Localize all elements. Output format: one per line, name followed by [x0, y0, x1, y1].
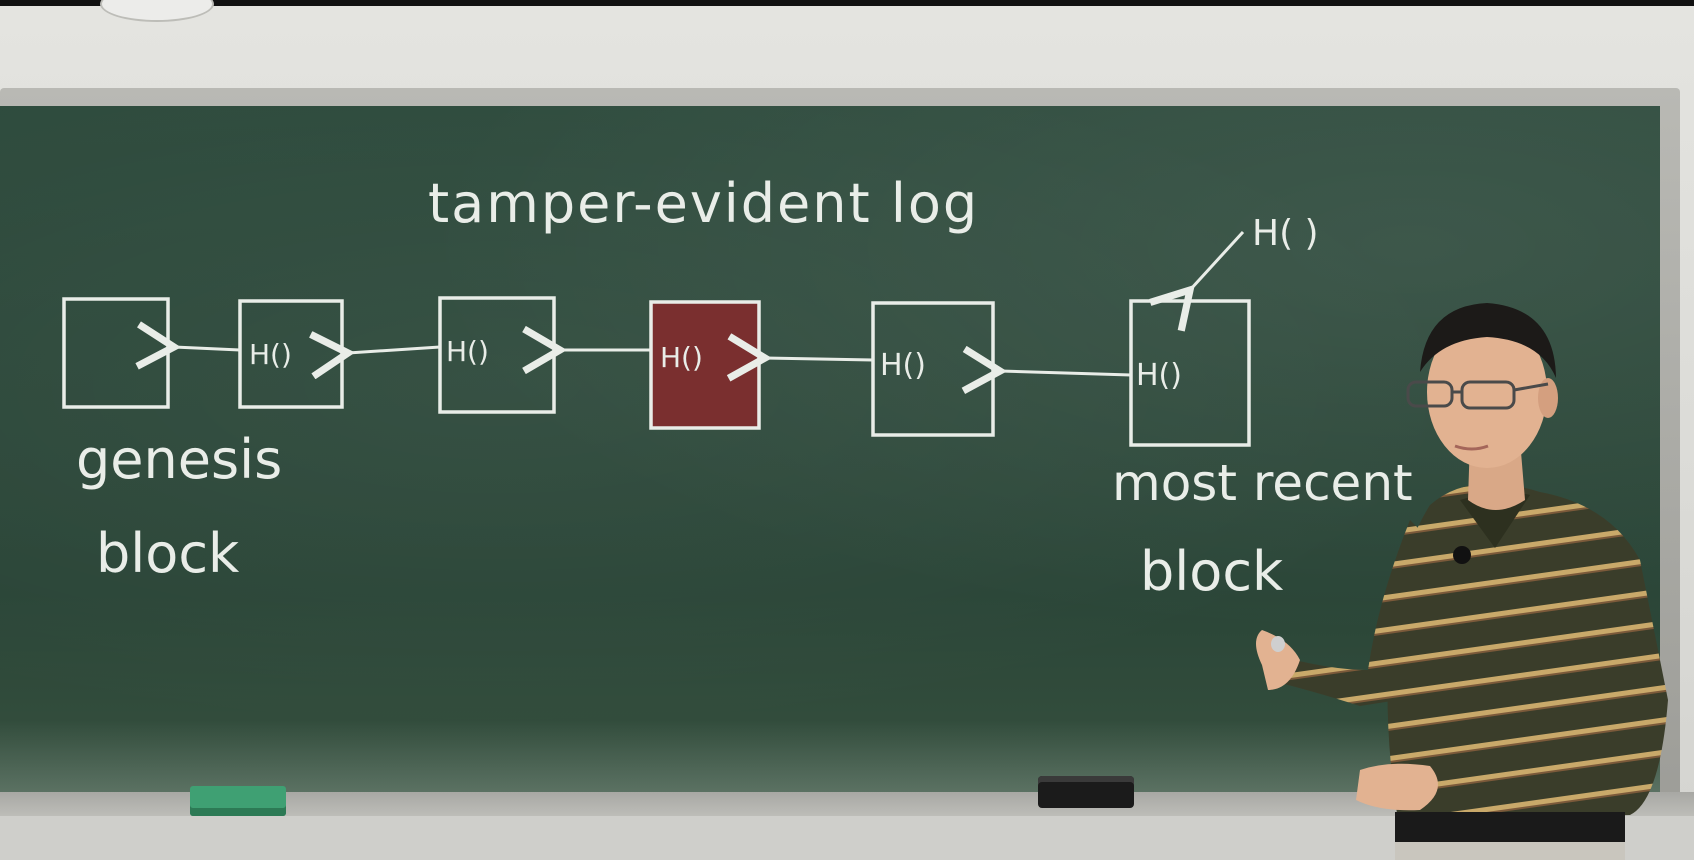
black-eraser [1038, 776, 1134, 808]
hair [1420, 303, 1556, 378]
ear [1538, 378, 1558, 418]
block-3-hash-label: H() [446, 335, 489, 368]
tampered-block [649, 300, 761, 430]
genesis-caption-line2: block [96, 522, 240, 585]
hash-pointer-arrow-5 [1000, 371, 1132, 375]
board-title: tamper-evident log [428, 172, 979, 235]
lower-hand [1356, 763, 1438, 811]
hash-pointer-arrow [1190, 230, 1245, 290]
belt [1395, 812, 1625, 842]
most-recent-block [1129, 299, 1251, 447]
glasses [1406, 380, 1549, 410]
hash-pointer-label: H( ) [1252, 213, 1319, 254]
block-2-hash-label: H() [249, 338, 292, 371]
recent-caption-line2: block [1140, 540, 1284, 603]
top-edge [0, 0, 1694, 6]
raised-hand [1256, 630, 1300, 690]
lapel-microphone [1453, 546, 1471, 564]
hash-pointer-arrow-2 [348, 347, 441, 353]
mouth [1454, 444, 1489, 451]
recent-caption-line1: most recent [1112, 454, 1413, 512]
green-eraser [190, 786, 286, 816]
tampered-block-hash-label: H() [660, 341, 703, 374]
genesis-caption-line1: genesis [76, 428, 282, 491]
hash-pointer-arrow-1 [174, 347, 241, 350]
face [1427, 316, 1547, 468]
trousers [1395, 842, 1625, 860]
sleeve-left [1268, 520, 1430, 706]
hash-pointer-arrow-4 [765, 358, 874, 360]
block-5-hash-label: H() [880, 348, 926, 383]
most-recent-block-hash-label: H() [1136, 358, 1182, 393]
held-coin [1271, 636, 1285, 652]
striped-polo-shirt [1387, 483, 1668, 820]
